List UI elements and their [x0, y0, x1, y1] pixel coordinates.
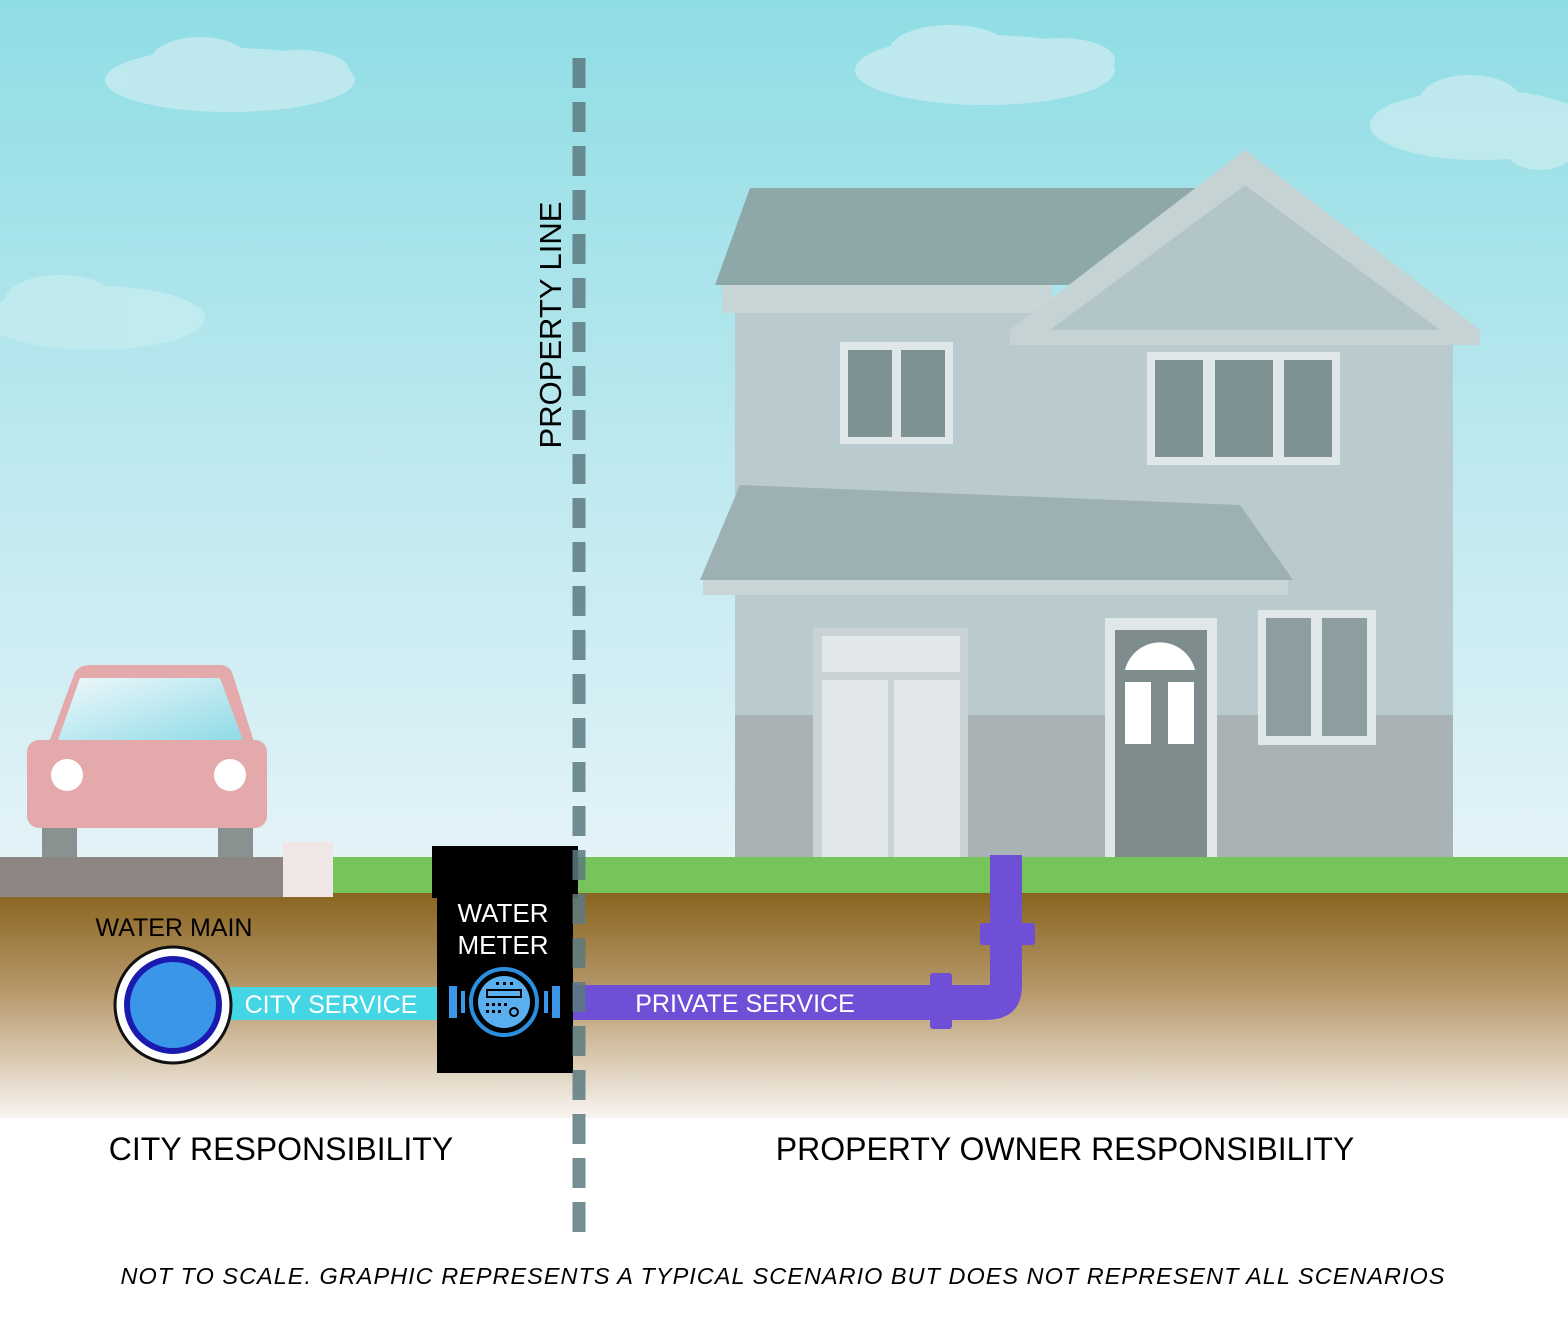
disclaimer: NOT TO SCALE. GRAPHIC REPRESENTS A TYPIC…: [121, 1263, 1446, 1289]
property-line-label: PROPERTY LINE: [533, 202, 568, 449]
private-service-pipe: [563, 855, 1035, 1029]
sidewalk: [0, 857, 283, 897]
water-meter-icon: [449, 967, 560, 1037]
city-responsibility-label: CITY RESPONSIBILITY: [109, 1131, 453, 1167]
house: [700, 150, 1480, 860]
city-service-pipe: [225, 987, 447, 1020]
water-meter-label-line2: METER: [458, 930, 549, 960]
water-meter-label-line1: WATER: [458, 898, 549, 928]
water-main-icon: [113, 945, 233, 1065]
private-service-label: PRIVATE SERVICE: [635, 990, 855, 1018]
clouds: [0, 25, 1568, 350]
curb: [283, 842, 333, 897]
car: [27, 665, 267, 858]
owner-responsibility-label: PROPERTY OWNER RESPONSIBILITY: [776, 1131, 1355, 1167]
water-meter-box: [432, 846, 578, 1073]
city-service-label: CITY SERVICE: [245, 991, 418, 1019]
water-main-label: WATER MAIN: [96, 914, 253, 942]
